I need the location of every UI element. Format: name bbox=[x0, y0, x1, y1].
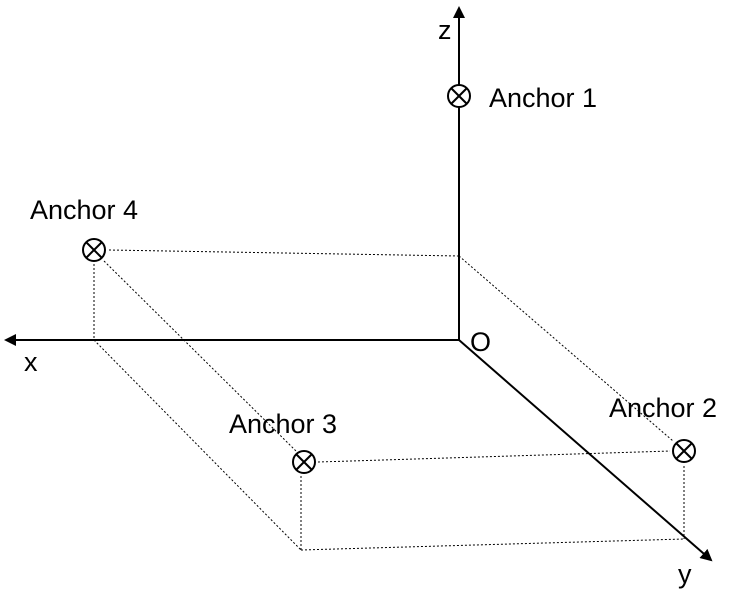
projection-lines bbox=[93, 249, 685, 551]
x-axis-to-bottom-corner-line bbox=[93, 339, 302, 551]
z-axis-to-anchor2-line bbox=[458, 255, 674, 442]
bottom-edge-line bbox=[300, 538, 685, 551]
origin-label: O bbox=[470, 327, 491, 357]
y-axis bbox=[458, 339, 713, 562]
axes bbox=[4, 6, 713, 562]
anchor-2-label: Anchor 2 bbox=[609, 393, 717, 423]
anchor-4-label: Anchor 4 bbox=[30, 195, 138, 225]
anchor4-to-anchor3-line bbox=[103, 260, 298, 453]
anchor-3-label: Anchor 3 bbox=[229, 409, 337, 439]
anchor-4: Anchor 4 bbox=[30, 195, 138, 262]
anchor4-to-z-axis-line bbox=[108, 249, 460, 257]
anchor-marker-icon bbox=[82, 238, 106, 262]
anchor-marker-icon bbox=[672, 439, 696, 463]
anchor-marker-icon bbox=[447, 84, 471, 108]
anchor-2: Anchor 2 bbox=[609, 393, 717, 463]
anchor3-to-anchor2-line bbox=[317, 450, 671, 463]
anchor-1: Anchor 1 bbox=[447, 83, 597, 113]
anchor-1-label: Anchor 1 bbox=[489, 83, 597, 113]
anchor-3: Anchor 3 bbox=[229, 409, 337, 474]
anchor-marker-icon bbox=[292, 450, 316, 474]
x-axis-label: x bbox=[24, 347, 38, 377]
z-axis-label: z bbox=[438, 15, 452, 45]
y-axis-label: y bbox=[678, 559, 692, 589]
